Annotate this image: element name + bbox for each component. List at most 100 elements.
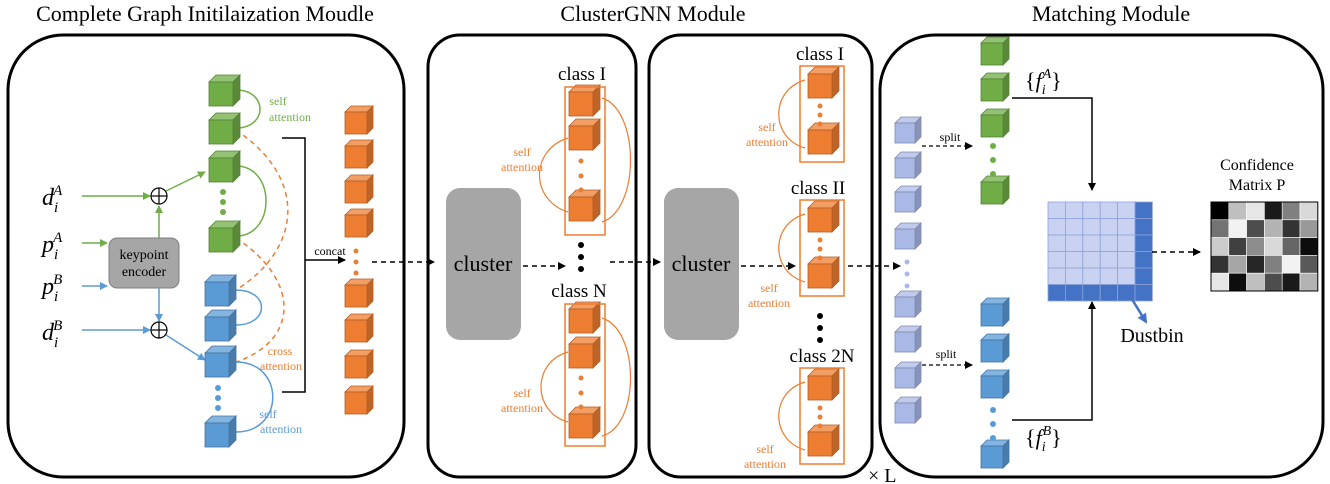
gnn2-class-box-1 xyxy=(799,199,845,297)
matching-input-cube-3 xyxy=(894,222,922,250)
gnn2-class0-dot-2 xyxy=(817,121,823,127)
input-pA: piA xyxy=(40,230,63,263)
dustbin-cell xyxy=(1134,251,1153,269)
fB-dot-1 xyxy=(990,421,996,427)
dustbin-cell xyxy=(1047,284,1066,302)
concat-cube-5 xyxy=(344,313,374,343)
cluster-label-2: cluster xyxy=(672,251,731,276)
matching-module-panel xyxy=(878,33,1325,479)
fA-to-matrix-arrow xyxy=(1012,97,1096,191)
cluster-label-1: cluster xyxy=(454,251,513,276)
score-matrix xyxy=(1047,201,1153,302)
score-cell xyxy=(1099,201,1118,219)
score-cell xyxy=(1099,251,1118,269)
dustbin-cell xyxy=(1082,284,1101,302)
feature-cubes xyxy=(204,36,1010,469)
confidence-cell xyxy=(1264,272,1283,292)
matching-module-title: Matching Module xyxy=(1032,1,1190,26)
green-node-cube-1 xyxy=(208,112,241,145)
matching-input-dot-1 xyxy=(904,271,910,277)
gnn2-attention-label-0: attention xyxy=(746,135,788,149)
gnn2-self-label-1: self xyxy=(760,281,777,295)
blue-ellipsis-dot-2 xyxy=(215,405,221,411)
feature-fA: {fiA} xyxy=(1025,67,1062,98)
matching-input-cube-7 xyxy=(894,396,922,424)
split-label-top: split xyxy=(940,130,961,144)
gnn1-class0-cube-2 xyxy=(568,189,601,222)
score-cell xyxy=(1082,234,1101,252)
times-l-label: × L xyxy=(868,465,897,484)
input-pB: piB xyxy=(40,272,62,305)
gnn1-class1-cube-0 xyxy=(568,301,601,334)
fA-cube-2 xyxy=(980,108,1010,138)
gnn2-class2-dot-2 xyxy=(817,423,823,429)
gnn2-self-label-2: self xyxy=(756,442,773,456)
gnn2-class-ellipsis-0 xyxy=(817,313,823,319)
fA-cube-1 xyxy=(980,72,1010,102)
gnn2-class0-dot-0 xyxy=(817,103,823,109)
score-cell xyxy=(1047,234,1066,252)
blue-ellipsis-dot-0 xyxy=(215,385,221,391)
gnn1-class1-dot-1 xyxy=(578,390,584,396)
score-cell xyxy=(1047,251,1066,269)
gnn1-class0-dot-1 xyxy=(578,173,584,179)
ellipsis-dots xyxy=(215,103,996,441)
matching-input-dot-0 xyxy=(904,259,910,265)
concat-ellipsis-dot-0 xyxy=(353,248,359,254)
confidence-cell xyxy=(1246,255,1265,274)
score-cell xyxy=(1099,234,1118,252)
score-cell xyxy=(1065,234,1084,252)
gnn2-class2-cube-0 xyxy=(807,368,840,401)
gnn2-class1-cube-0 xyxy=(807,200,840,233)
gnn2-class1-cube-1 xyxy=(807,256,840,289)
confidence-cell xyxy=(1264,237,1283,256)
concat-cube-0 xyxy=(344,105,374,135)
score-cell xyxy=(1117,267,1136,285)
cluster-box-1 xyxy=(446,188,521,340)
dustbin-cell xyxy=(1134,267,1153,285)
score-cell xyxy=(1117,234,1136,252)
gnn2-self-attention-arc-0 xyxy=(778,79,806,149)
matching-input-cube-0 xyxy=(894,116,922,144)
gnn1-class0-cube-0 xyxy=(568,84,601,117)
confidence-cell xyxy=(1210,219,1230,238)
confidence-matrix-border xyxy=(1210,201,1319,292)
green-ellipsis-dot-0 xyxy=(220,189,226,195)
encoder-label-2: encoder xyxy=(122,265,167,280)
gnn1-class1-cube-1 xyxy=(568,336,601,369)
green-attention-label: attention xyxy=(269,110,311,124)
init-module-title: Complete Graph Initilaization Moudle xyxy=(36,1,374,26)
dustbin-label: Dustbin xyxy=(1120,325,1183,347)
green-self-label: self xyxy=(269,94,286,108)
gnn2-self-label-0: self xyxy=(758,120,775,134)
gnn2-class-ellipsis-1 xyxy=(817,325,823,331)
fA-dot-2 xyxy=(990,171,996,177)
blue-self-attention-arc-1 xyxy=(235,289,263,326)
gnn2-class2-dot-0 xyxy=(817,405,823,411)
confidence-cell xyxy=(1246,201,1265,221)
gnn1-self-attention-arc-1-outer xyxy=(601,317,632,437)
dustbin-cell xyxy=(1065,284,1084,302)
confidence-cell xyxy=(1281,272,1301,292)
blue-attention-label: attention xyxy=(260,422,302,436)
score-cell xyxy=(1065,267,1084,285)
gnn1-class-box-0 xyxy=(564,86,606,236)
confidence-cell xyxy=(1228,272,1247,292)
plusB-to-nodes-arrow xyxy=(165,334,206,361)
encoder-label-1: keypoint xyxy=(120,248,169,263)
fB-cube-3 xyxy=(980,439,1010,469)
concat-cube-1 xyxy=(344,139,374,169)
matching-input-cube-6 xyxy=(894,361,922,389)
fA-cube-3 xyxy=(980,175,1010,205)
fB-cube-0 xyxy=(980,297,1010,327)
gnn2-class-box-2 xyxy=(799,367,845,465)
confidence-cell xyxy=(1228,255,1247,274)
concat-cube-7 xyxy=(344,385,374,415)
gnn1-class0-dot-0 xyxy=(578,158,584,164)
gnn1-class-ellipsis-0 xyxy=(578,242,584,248)
gnn-panel-2 xyxy=(647,33,874,479)
gnn2-class1-dot-0 xyxy=(817,237,823,243)
gnn2-class0-cube-0 xyxy=(807,66,840,99)
confidence-matrix xyxy=(1210,201,1319,292)
confidence-cell xyxy=(1281,219,1301,238)
